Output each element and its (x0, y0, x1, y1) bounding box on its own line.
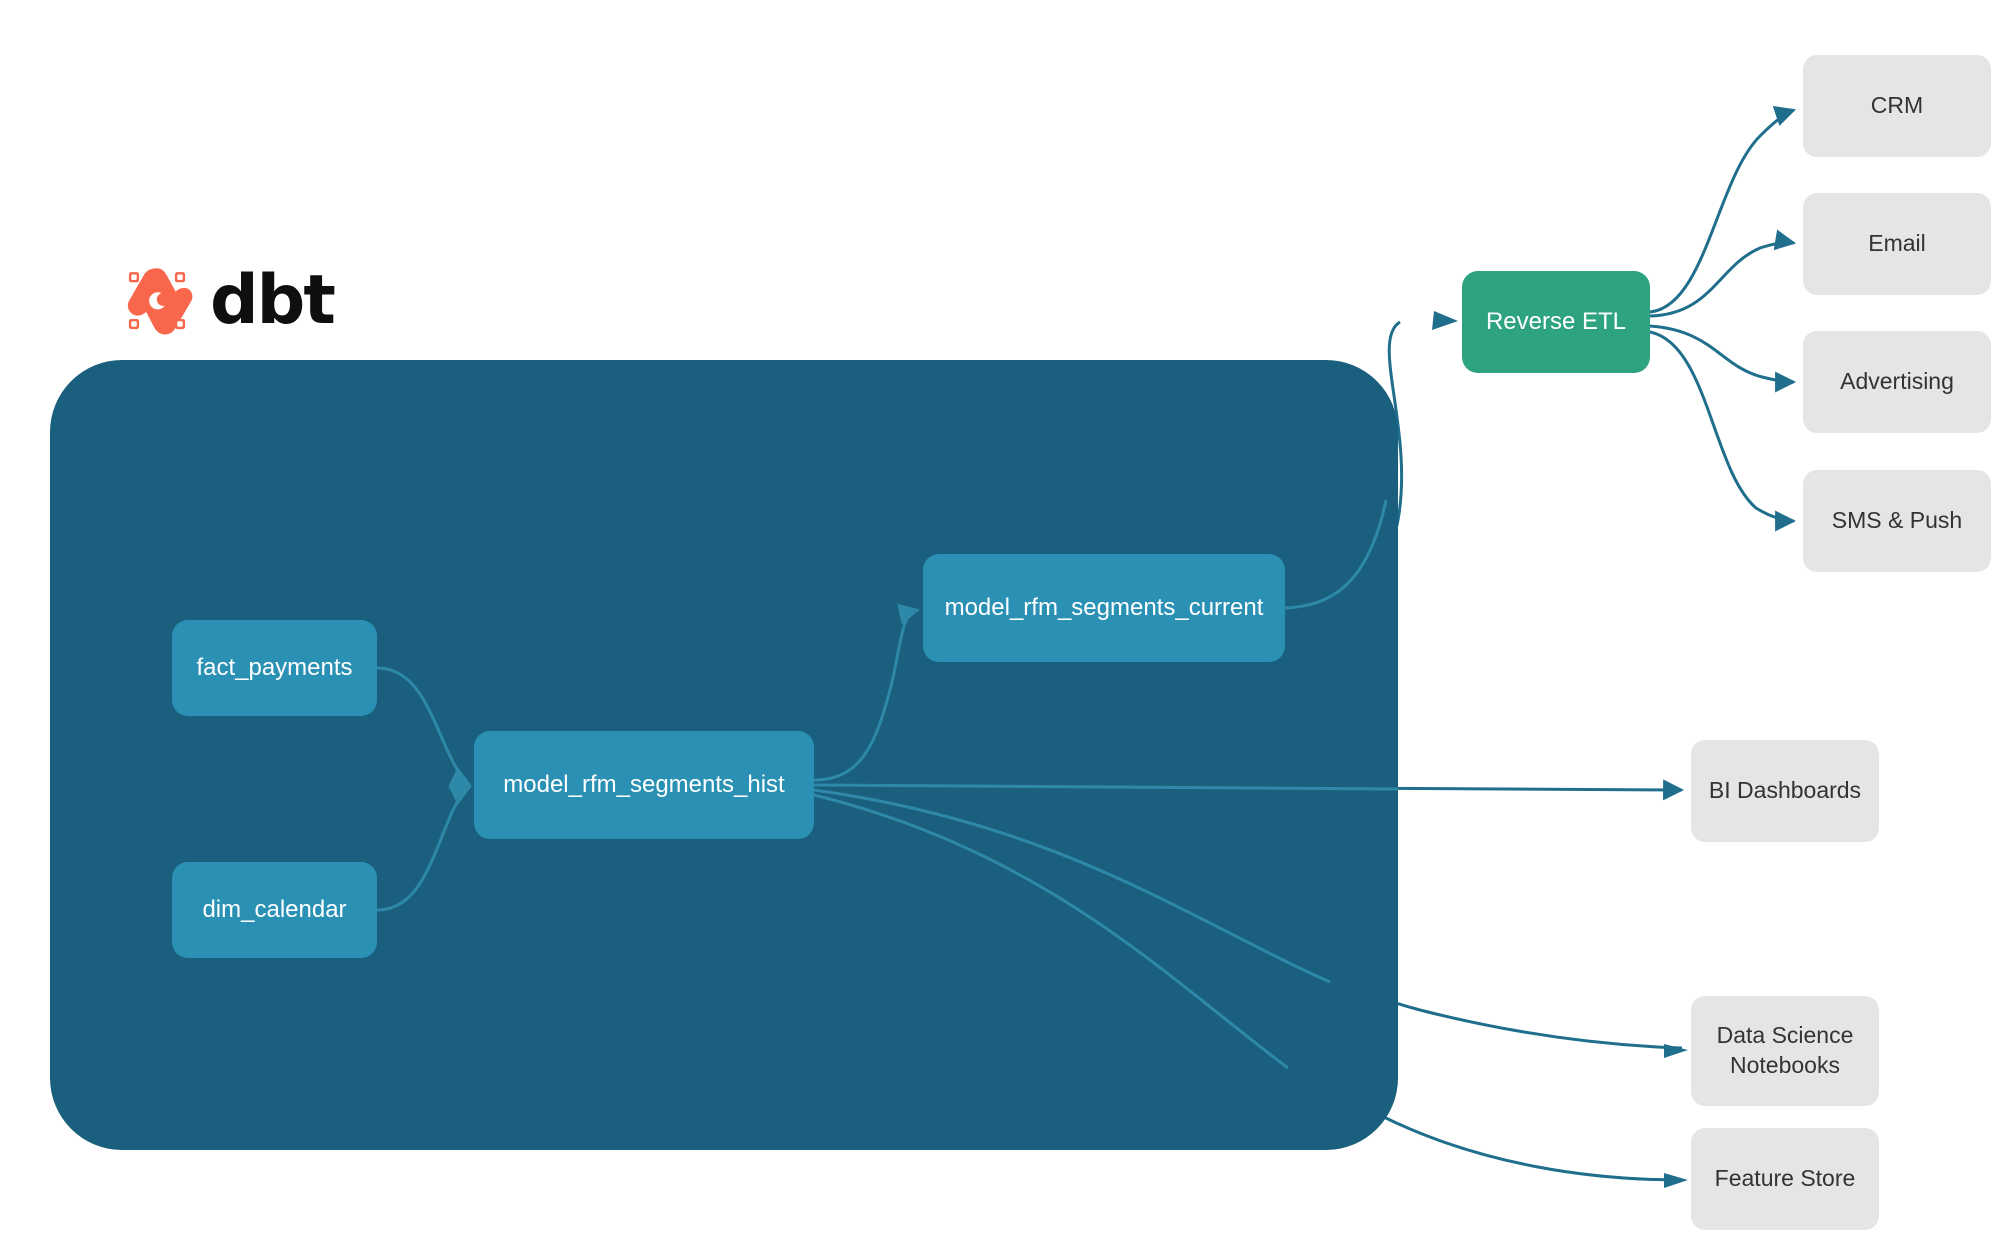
destination-node-sms-push[interactable]: SMS & Push (1803, 470, 1991, 572)
destination-label: Email (1868, 230, 1926, 257)
arrowhead-feature-store (1664, 1173, 1688, 1188)
reverse-etl-node[interactable]: Reverse ETL (1462, 271, 1650, 373)
model-node-label: dim_calendar (202, 896, 347, 923)
model-node-label: model_rfm_segments_hist (503, 771, 785, 798)
edge-reverse-etl-to-advertising (1649, 324, 1797, 393)
destination-label: CRM (1870, 92, 1924, 119)
model-node-label: model_rfm_segments_current (944, 594, 1264, 621)
destination-label: SMS & Push (1831, 507, 1963, 534)
consumer-label-line2: Notebooks (1730, 1052, 1840, 1078)
consumer-label: BI Dashboards (1708, 777, 1862, 804)
dbt-wordmark: dbt (210, 261, 336, 340)
consumer-label: Data Science Notebooks (1717, 1021, 1854, 1081)
arrowhead-ds-notebooks (1664, 1044, 1688, 1058)
model-node-dim-calendar[interactable]: dim_calendar (172, 862, 377, 958)
model-node-model-rfm-segments-current[interactable]: model_rfm_segments_current (923, 554, 1285, 662)
consumer-node-bi-dashboards[interactable]: BI Dashboards (1691, 740, 1879, 842)
dbt-logo-icon (127, 268, 193, 335)
destination-node-email[interactable]: Email (1803, 193, 1991, 295)
destination-label: Advertising (1840, 368, 1954, 395)
reverse-etl-label: Reverse ETL (1485, 308, 1627, 335)
edge-reverse-etl-to-crm (1649, 106, 1796, 314)
reverse-etl-fanout-edges (1649, 106, 1797, 532)
destination-node-crm[interactable]: CRM (1803, 55, 1991, 157)
consumer-node-data-science-notebooks[interactable]: Data Science Notebooks (1691, 996, 1879, 1106)
external-arrowheads (1432, 311, 1688, 1188)
arrowhead-reverse-etl-input (1432, 311, 1458, 330)
consumer-node-feature-store[interactable]: Feature Store (1691, 1128, 1879, 1230)
edge-reverse-etl-to-email (1649, 229, 1797, 318)
model-node-fact-payments[interactable]: fact_payments (172, 620, 377, 716)
model-node-model-rfm-segments-hist[interactable]: model_rfm_segments_hist (474, 731, 814, 839)
edge-reverse-etl-to-sms-push (1649, 330, 1797, 532)
consumer-label-line1: Data Science (1716, 1022, 1854, 1049)
model-node-label: fact_payments (196, 654, 353, 681)
consumer-label: Feature Store (1714, 1165, 1856, 1192)
destination-node-advertising[interactable]: Advertising (1803, 331, 1991, 433)
dbt-logo: dbt (118, 258, 348, 344)
